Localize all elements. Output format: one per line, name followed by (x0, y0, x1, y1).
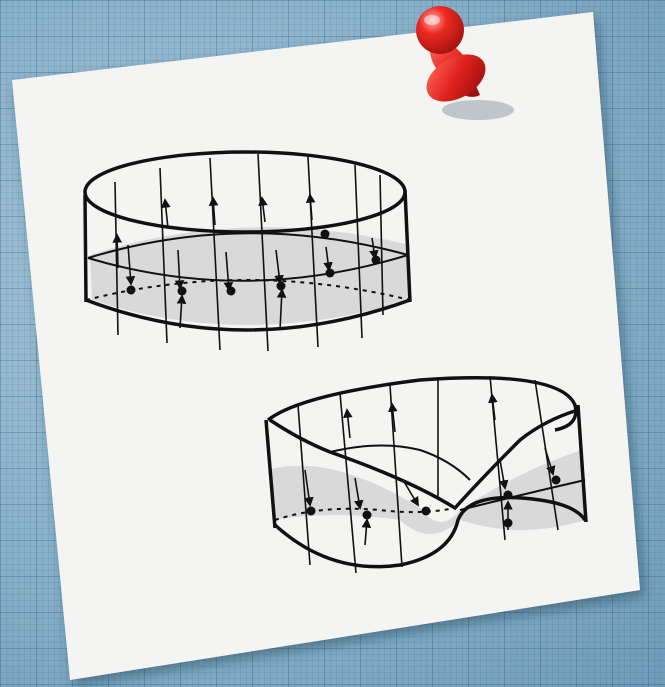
paper-note (12, 12, 640, 680)
